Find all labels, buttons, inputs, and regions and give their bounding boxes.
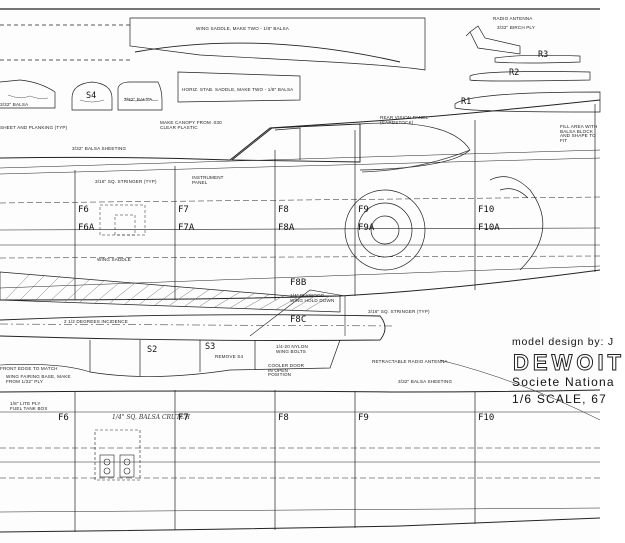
- note-balsa-sheeting-top: 3/32" BALSA SHEETING: [72, 146, 127, 151]
- note-fairing-base: WING FAIRING BASE, MAKE FROM 1/32" PLY: [6, 374, 71, 384]
- note-birch-ply: 3/32" BIRCH PLY: [497, 25, 536, 30]
- horiz-stab-saddle-template: [177, 71, 301, 103]
- plan-drawing: [0, 8, 601, 533]
- note-instrument-panel: INSTRUMENT PANEL: [192, 175, 224, 185]
- note-balsa-sheeting-bottom: 3/32" BALSA SHEETING: [398, 379, 453, 384]
- balsa-part-s4: [71, 81, 113, 111]
- frame-f10-top: F10: [478, 205, 495, 215]
- part-label-s2: S2: [147, 345, 158, 355]
- part-r2: [469, 71, 591, 82]
- part-label-r2: R2: [509, 68, 520, 78]
- frame-f8-bottom: F8: [278, 413, 289, 423]
- part-label-s4: S4: [86, 91, 97, 101]
- note-horiz-stab-saddle: HORIZ. STAB. SADDLE, MAKE TWO - 1/8" BAL…: [182, 87, 294, 92]
- frame-f10-bottom: F10: [478, 413, 495, 423]
- note-rear-vision-panel: REAR VISION PANEL (CARDSTOCK): [380, 115, 428, 125]
- frame-f7a: F7A: [178, 223, 195, 233]
- frame-f8a: F8A: [278, 223, 295, 233]
- balsa-part-right: [117, 81, 163, 111]
- wing-section: [0, 289, 396, 377]
- frame-f7-top: F7: [178, 205, 189, 215]
- dashed-box-f6: [99, 204, 146, 236]
- note-stringer-typ: 3/16" SQ. STRINGER (TYP): [95, 179, 157, 184]
- frame-f9-top: F9: [358, 205, 369, 215]
- fuel-tank-box: [94, 429, 141, 481]
- note-cooler-door: COOLER DOOR IN OPEN POSITION: [268, 363, 305, 378]
- lower-fuselage: [0, 359, 601, 533]
- radio-antenna-part: [465, 25, 521, 55]
- note-nylon-bolts: 1/4-20 NYLON WING BOLTS: [276, 344, 308, 354]
- frame-f7-bottom: F7: [178, 413, 189, 423]
- frame-f8c: F8C: [290, 315, 307, 325]
- part-label-r3: R3: [538, 50, 549, 60]
- frame-f8b: F8B: [290, 278, 307, 288]
- note-plywood-hold-down: 1/4" PLYWOOD WING HOLD DOWN: [290, 293, 335, 303]
- frame-f9a: F9A: [358, 223, 375, 233]
- title-name: DEWOIT: [513, 350, 625, 376]
- title-scale: 1/6 SCALE, 67: [512, 392, 607, 406]
- note-degrees-incidence: 2 1/2 DEGREES INCIDENCE: [64, 319, 128, 324]
- note-balsa-crutch: 1/4" SQ. BALSA CRUTCH: [112, 414, 190, 421]
- note-front-edge-match: FRONT EDGE TO MATCH: [0, 366, 58, 371]
- part-label-s3: S3: [205, 342, 216, 352]
- balsa-part-left: [0, 79, 56, 109]
- note-remove-s4: REMOVE S4: [215, 354, 244, 359]
- note-lite-ply: 1/8" LITE PLY FUEL TANK BOX: [10, 401, 48, 411]
- note-wing-saddle-make-two: WING SADDLE, MAKE TWO - 1/8" BALSA: [196, 26, 289, 31]
- note-make-canopy: MAKE CANOPY FROM .030 CLEAR PLASTIC: [160, 120, 222, 130]
- frame-f9-bottom: F9: [358, 413, 369, 423]
- note-balsa-b: 3/32" BALSA: [124, 97, 153, 102]
- frame-f8-top: F8: [278, 205, 289, 215]
- frame-f6-bottom: F6: [58, 413, 69, 423]
- part-r3: [494, 54, 581, 64]
- frame-f6-top: F6: [78, 205, 89, 215]
- note-radio-antenna: RADIO ANTENNA: [493, 16, 533, 21]
- note-stringer-typ-2: 3/16" SQ. STRINGER (TYP): [368, 309, 430, 314]
- frame-f6a: F6A: [78, 223, 95, 233]
- note-fill-area: FILL AREA WITH BALSA BLOCK AND SHAPE TO …: [560, 124, 598, 143]
- note-retractable-antenna: RETRACTABLE RADIO ANTENNA: [372, 359, 448, 364]
- wing-saddle-hatching: [4, 273, 331, 312]
- note-wing-saddle: WING SADDLE: [97, 257, 131, 262]
- part-label-r1: R1: [461, 97, 472, 107]
- note-sheet-planking: SHEET AND PLANKING (TYP): [0, 125, 68, 130]
- title-maker: Societe Nationa: [512, 375, 615, 389]
- part-r1: [454, 91, 601, 113]
- wing-saddle-template: [129, 17, 426, 71]
- note-balsa-a: 3/32" BALSA: [0, 102, 29, 107]
- plan-sheet: WING SADDLE, MAKE TWO - 1/8" BALSA HORIZ…: [0, 8, 622, 533]
- frame-f10a: F10A: [478, 223, 500, 233]
- title-credit: model design by: J: [512, 336, 614, 348]
